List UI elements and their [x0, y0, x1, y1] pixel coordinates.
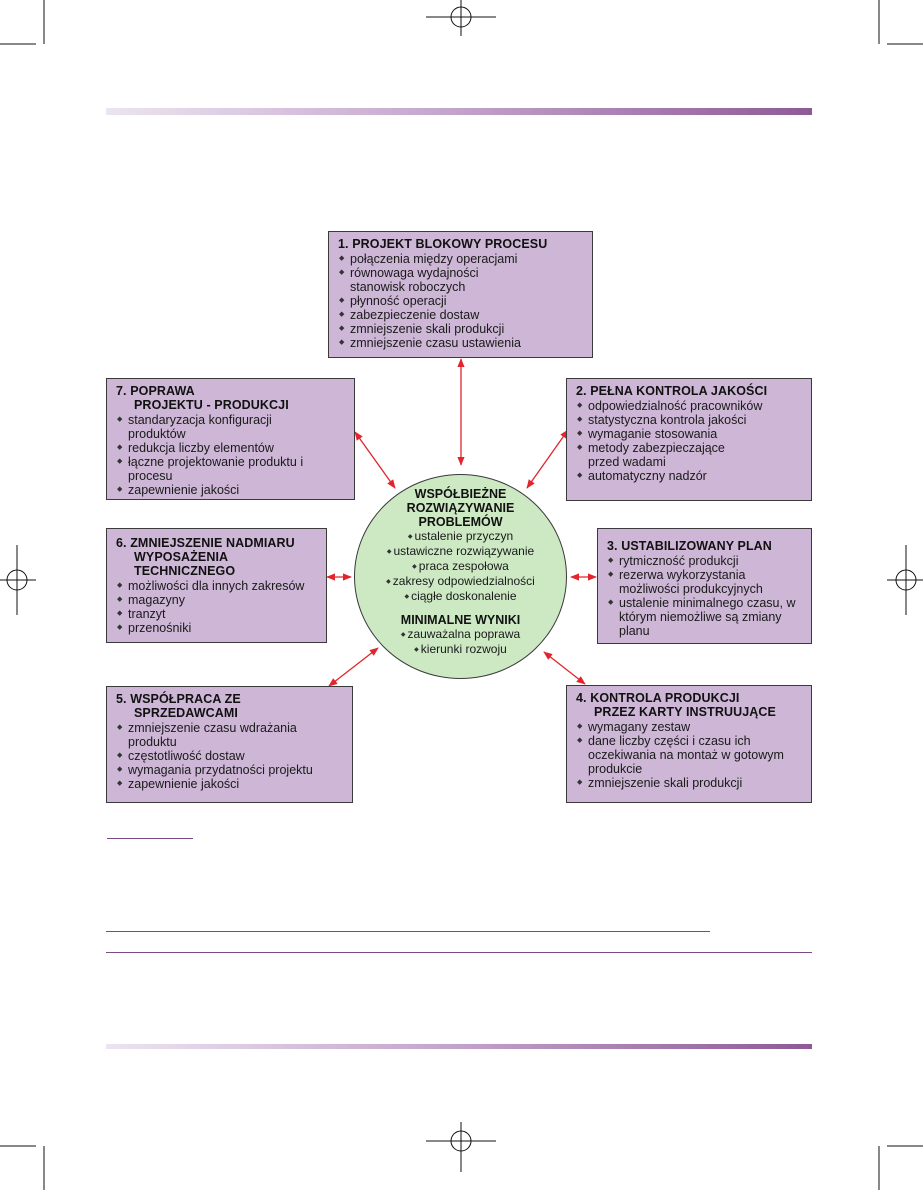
box-3-title: 3. USTABILIZOWANY PLAN: [607, 539, 772, 553]
divider-line: [106, 931, 710, 932]
center-title: WSPÓŁBIEŻNE ROZWIĄZYWANIE PROBLEMÓW: [406, 487, 515, 529]
arrow-7: [354, 431, 396, 489]
list-item: wymagania przydatności projektu: [116, 763, 346, 777]
list-item: zmniejszenie skali produkcji: [576, 776, 805, 790]
box-5-vendor-cooperation: 5. WSPÓŁPRACA ZE SPRZEDAWCAMI zmniejszen…: [106, 686, 353, 803]
box-7-title: 7. POPRAWA PROJEKTU - PRODUKCJI: [116, 384, 289, 412]
center-item: ustalenie przyczyn: [355, 529, 566, 544]
center-item: praca zespołowa: [355, 559, 566, 574]
center-subitem: zauważalna poprawa: [355, 627, 566, 642]
center-item: ustawiczne rozwiązywanie: [355, 544, 566, 559]
list-item: połączenia między operacjami: [338, 252, 586, 266]
center-subitem: kierunki rozwoju: [355, 642, 566, 657]
list-item: łączne projektowanie produktu i procesu: [116, 455, 338, 483]
list-item: odpowiedzialność pracowników: [576, 399, 805, 413]
center-item: ciągłe doskonalenie: [355, 589, 566, 604]
list-item: wymaganie stosowania: [576, 427, 805, 441]
registration-mark-icon: [887, 545, 923, 615]
list-item: automatyczny nadzór: [576, 469, 805, 483]
list-item: zapewnienie jakości: [116, 777, 346, 791]
box-5-list: zmniejszenie czasu wdrażania produktu cz…: [116, 721, 346, 791]
list-item: redukcja liczby elementów: [116, 441, 348, 455]
list-item: równowaga wydajności stanowisk roboczych: [338, 266, 520, 294]
list-item: ustalenie minimalnego czasu, w którym ni…: [607, 596, 815, 638]
box-3-stabilized-plan: 3. USTABILIZOWANY PLAN rytmiczność produ…: [597, 528, 812, 644]
box-2-title: 2. PEŁNA KONTROLA JAKOŚCI: [576, 384, 768, 398]
list-item: możliwości dla innych zakresów: [116, 579, 320, 593]
center-item: zakresy odpowiedzialności: [355, 574, 566, 589]
list-item: przenośniki: [116, 621, 320, 635]
bottom-gradient-bar: [106, 1044, 812, 1049]
registration-mark-icon: [0, 545, 36, 615]
list-item: rytmiczność produkcji: [607, 554, 805, 568]
list-item: płynność operacji: [338, 294, 586, 308]
list-item: wymagany zestaw: [576, 720, 805, 734]
box-4-title: 4. KONTROLA PRODUKCJI PRZEZ KARTY INSTRU…: [576, 691, 776, 719]
list-item: dane liczby części i czasu ich oczekiwan…: [576, 734, 793, 776]
arrow-4: [543, 651, 586, 685]
box-1-block-process-design: 1. PROJEKT BLOKOWY PROCESU połączenia mi…: [328, 231, 593, 358]
central-problem-solving-circle: WSPÓŁBIEŻNE ROZWIĄZYWANIE PROBLEMÓW usta…: [354, 474, 567, 679]
box-4-production-control-cards: 4. KONTROLA PRODUKCJI PRZEZ KARTY INSTRU…: [566, 685, 812, 803]
box-7-list: standaryzacja konfiguracji produktów red…: [116, 413, 348, 497]
divider-line: [106, 952, 812, 953]
list-item: częstotliwość dostaw: [116, 749, 346, 763]
top-gradient-bar: [106, 108, 812, 115]
box-6-title: 6. ZMNIEJSZENIE NADMIARU WYPOSAŻENIA TEC…: [116, 536, 295, 578]
list-item: zmniejszenie czasu ustawienia: [338, 336, 586, 350]
box-6-list: możliwości dla innych zakresów magazyny …: [116, 579, 320, 635]
box-5-title: 5. WSPÓŁPRACA ZE SPRZEDAWCAMI: [116, 692, 241, 720]
list-item: zabezpieczenie dostaw: [338, 308, 586, 322]
box-2-list: odpowiedzialność pracowników statystyczn…: [576, 399, 805, 483]
list-item: statystyczna kontrola jakości: [576, 413, 805, 427]
box-4-list: wymagany zestaw dane liczby części i cza…: [576, 720, 805, 790]
registration-mark-icon: [426, 1122, 496, 1172]
box-7-design-production-improvement: 7. POPRAWA PROJEKTU - PRODUKCJI standary…: [106, 378, 355, 500]
registration-mark-icon: [426, 0, 496, 36]
box-1-title: 1. PROJEKT BLOKOWY PROCESU: [338, 237, 548, 251]
list-item: magazyny: [116, 593, 320, 607]
box-2-full-quality-control: 2. PEŁNA KONTROLA JAKOŚCI odpowiedzialno…: [566, 378, 812, 501]
list-item: tranzyt: [116, 607, 320, 621]
box-3-list: rytmiczność produkcji rezerwa wykorzysta…: [607, 554, 805, 638]
box-1-list: połączenia między operacjami równowaga w…: [338, 252, 586, 350]
arrow-2: [526, 429, 569, 489]
list-item: zmniejszenie czasu wdrażania produktu: [116, 721, 338, 749]
box-6-excess-equipment-reduction: 6. ZMNIEJSZENIE NADMIARU WYPOSAŻENIA TEC…: [106, 528, 327, 643]
center-subtitle: MINIMALNE WYNIKI: [400, 613, 521, 627]
list-item: metody zabezpieczające przed wadami: [576, 441, 738, 469]
list-item: standaryzacja konfiguracji produktów: [116, 413, 328, 441]
list-item: zapewnienie jakości: [116, 483, 348, 497]
list-item: rezerwa wykorzystania możliwości produkc…: [607, 568, 789, 596]
list-item: zmniejszenie skali produkcji: [338, 322, 586, 336]
footnote-rule: [107, 838, 193, 839]
